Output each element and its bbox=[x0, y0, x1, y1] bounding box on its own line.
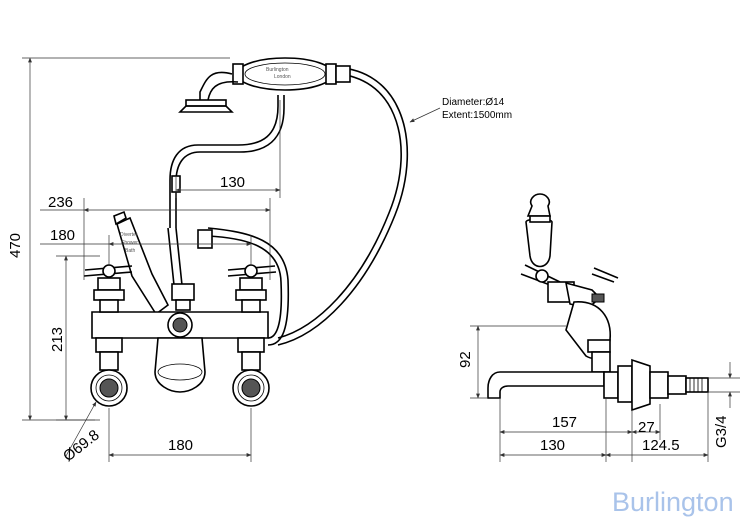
lever-label-diverter: Diverter bbox=[120, 232, 138, 238]
brand-logo-text: Burlington bbox=[612, 487, 734, 517]
side-dimensions: 92 157 27 130 124.5 G3/4 bbox=[457, 325, 740, 462]
dim-27: 27 bbox=[638, 419, 655, 436]
dim-470: 470 bbox=[7, 233, 24, 258]
hose-nut bbox=[197, 229, 213, 249]
hose-diameter-note: Diameter:Ø14 bbox=[442, 97, 505, 108]
dim-180-top: 180 bbox=[50, 227, 75, 244]
left-flange bbox=[90, 369, 128, 407]
side-lever bbox=[526, 193, 551, 217]
dim-diameter: Ø69.8 bbox=[60, 427, 103, 466]
spout-front bbox=[154, 337, 206, 393]
left-tap-handle bbox=[83, 264, 133, 313]
handset-label-brand: Burlington bbox=[266, 67, 289, 73]
dim-130-side: 130 bbox=[540, 437, 565, 454]
dim-236: 236 bbox=[48, 194, 73, 211]
lever-label-shower: Shower bbox=[121, 240, 138, 246]
lever-label-bath: Bath bbox=[125, 248, 136, 254]
dim-213: 213 bbox=[49, 327, 66, 352]
dim-157: 157 bbox=[552, 414, 577, 431]
dim-92: 92 bbox=[457, 351, 474, 368]
dim-180-bottom: 180 bbox=[168, 437, 193, 454]
side-view: 92 157 27 130 124.5 G3/4 bbox=[457, 193, 740, 462]
hose-extent-note: Extent:1500mm bbox=[442, 110, 512, 121]
handset-label-city: London bbox=[274, 74, 291, 80]
side-spout bbox=[487, 371, 605, 399]
handset-cradle bbox=[169, 95, 285, 228]
handset: Burlington London bbox=[178, 57, 351, 113]
hose-leader bbox=[409, 107, 441, 123]
dim-thread: G3/4 bbox=[713, 415, 730, 448]
right-tap-handle bbox=[227, 264, 277, 313]
front-view: Burlington London Diverter Shower Bath bbox=[7, 57, 512, 466]
dim-130-handset: 130 bbox=[220, 174, 245, 191]
dim-124-5: 124.5 bbox=[642, 437, 680, 454]
hose bbox=[277, 66, 409, 346]
right-flange bbox=[232, 369, 270, 407]
